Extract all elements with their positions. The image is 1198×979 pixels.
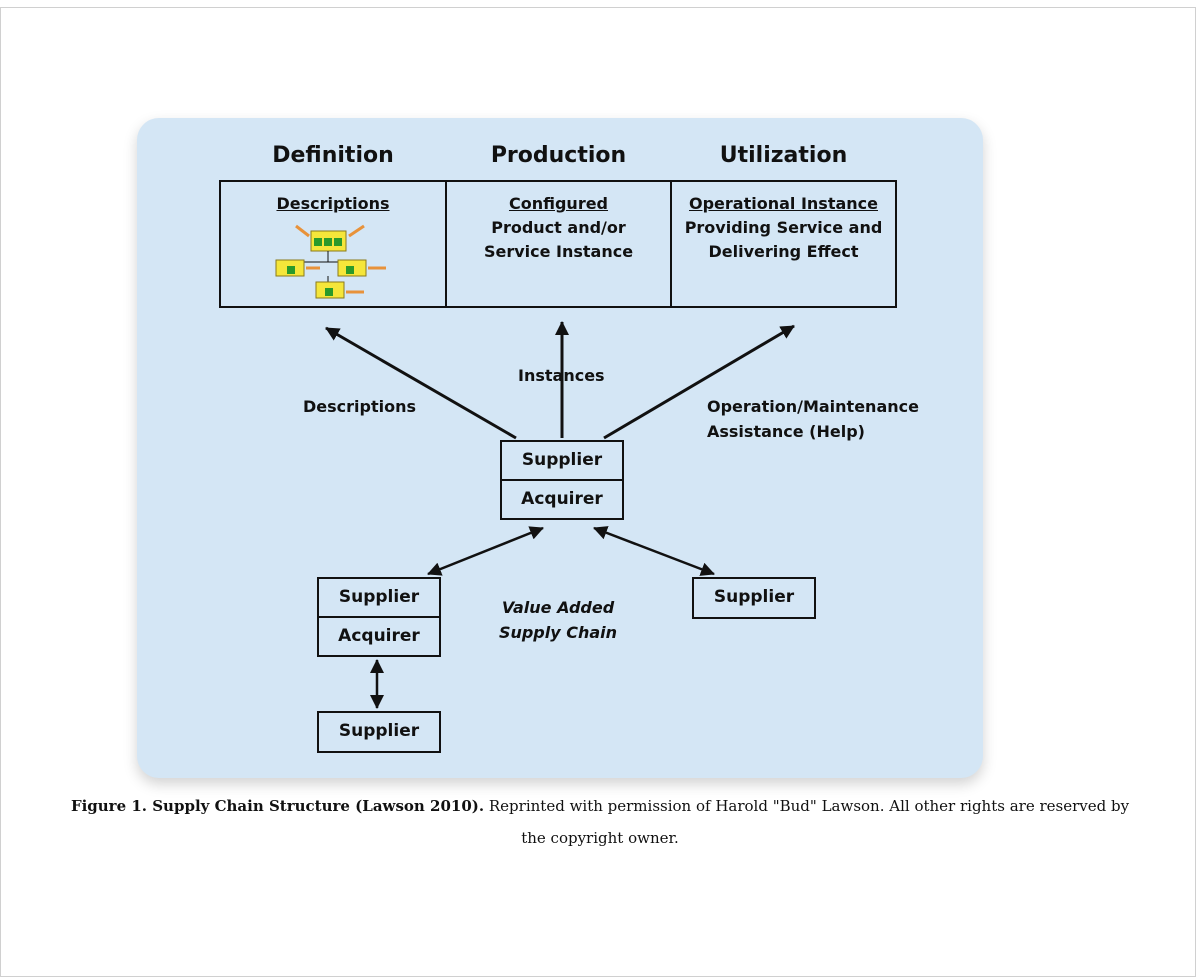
left-acquirer-label: Acquirer <box>338 626 420 646</box>
chain-label-line2: Supply Chain <box>498 623 618 642</box>
cell-production-line1: Product and/or <box>491 218 626 237</box>
center-supplier-label: Supplier <box>521 450 603 470</box>
arrow-center-left <box>427 526 544 576</box>
descriptions-hierarchy-icon <box>275 224 386 299</box>
cell-utilization-line1: Providing Service and <box>684 218 883 237</box>
phase-title-definition: Definition <box>272 143 394 168</box>
caption-title: Figure 1. Supply Chain Structure (Lawson… <box>70 797 485 815</box>
center-acquirer-label: Acquirer <box>521 489 603 509</box>
chain-label-line1: Value Added <box>501 598 615 617</box>
bottom-supplier-label: Supplier <box>338 721 420 741</box>
label-instances: Instances <box>518 366 605 385</box>
phase-title-production: Production <box>490 143 627 168</box>
arrow-center-right <box>593 526 715 576</box>
bottom-box <box>317 711 441 753</box>
figure-panel <box>137 118 983 778</box>
cell-utilization-line2: Delivering Effect <box>708 242 859 261</box>
cell-utilization-heading: Operational Instance <box>689 194 878 213</box>
cell-production-line2: Service Instance <box>483 242 634 261</box>
right-box <box>692 577 816 619</box>
phase-table <box>219 180 897 308</box>
phase-title-utilization: Utilization <box>719 143 848 168</box>
cell-definition-heading: Descriptions <box>276 194 390 213</box>
label-operation-line2: Assistance (Help) <box>707 422 865 441</box>
caption-text: Reprinted with permission of Harold "Bud… <box>488 797 1130 847</box>
left-supplier-label: Supplier <box>338 587 420 607</box>
page-frame <box>0 7 1196 977</box>
arrow-operation <box>603 324 795 440</box>
figure-caption: Figure 1. Supply Chain Structure (Lawson… <box>60 790 1140 854</box>
cell-production-heading: Configured <box>508 194 609 213</box>
right-supplier-label: Supplier <box>713 587 795 607</box>
label-descriptions: Descriptions <box>303 397 417 416</box>
label-operation-line1: Operation/Maintenance <box>707 397 919 416</box>
arrow-descriptions <box>325 326 517 440</box>
